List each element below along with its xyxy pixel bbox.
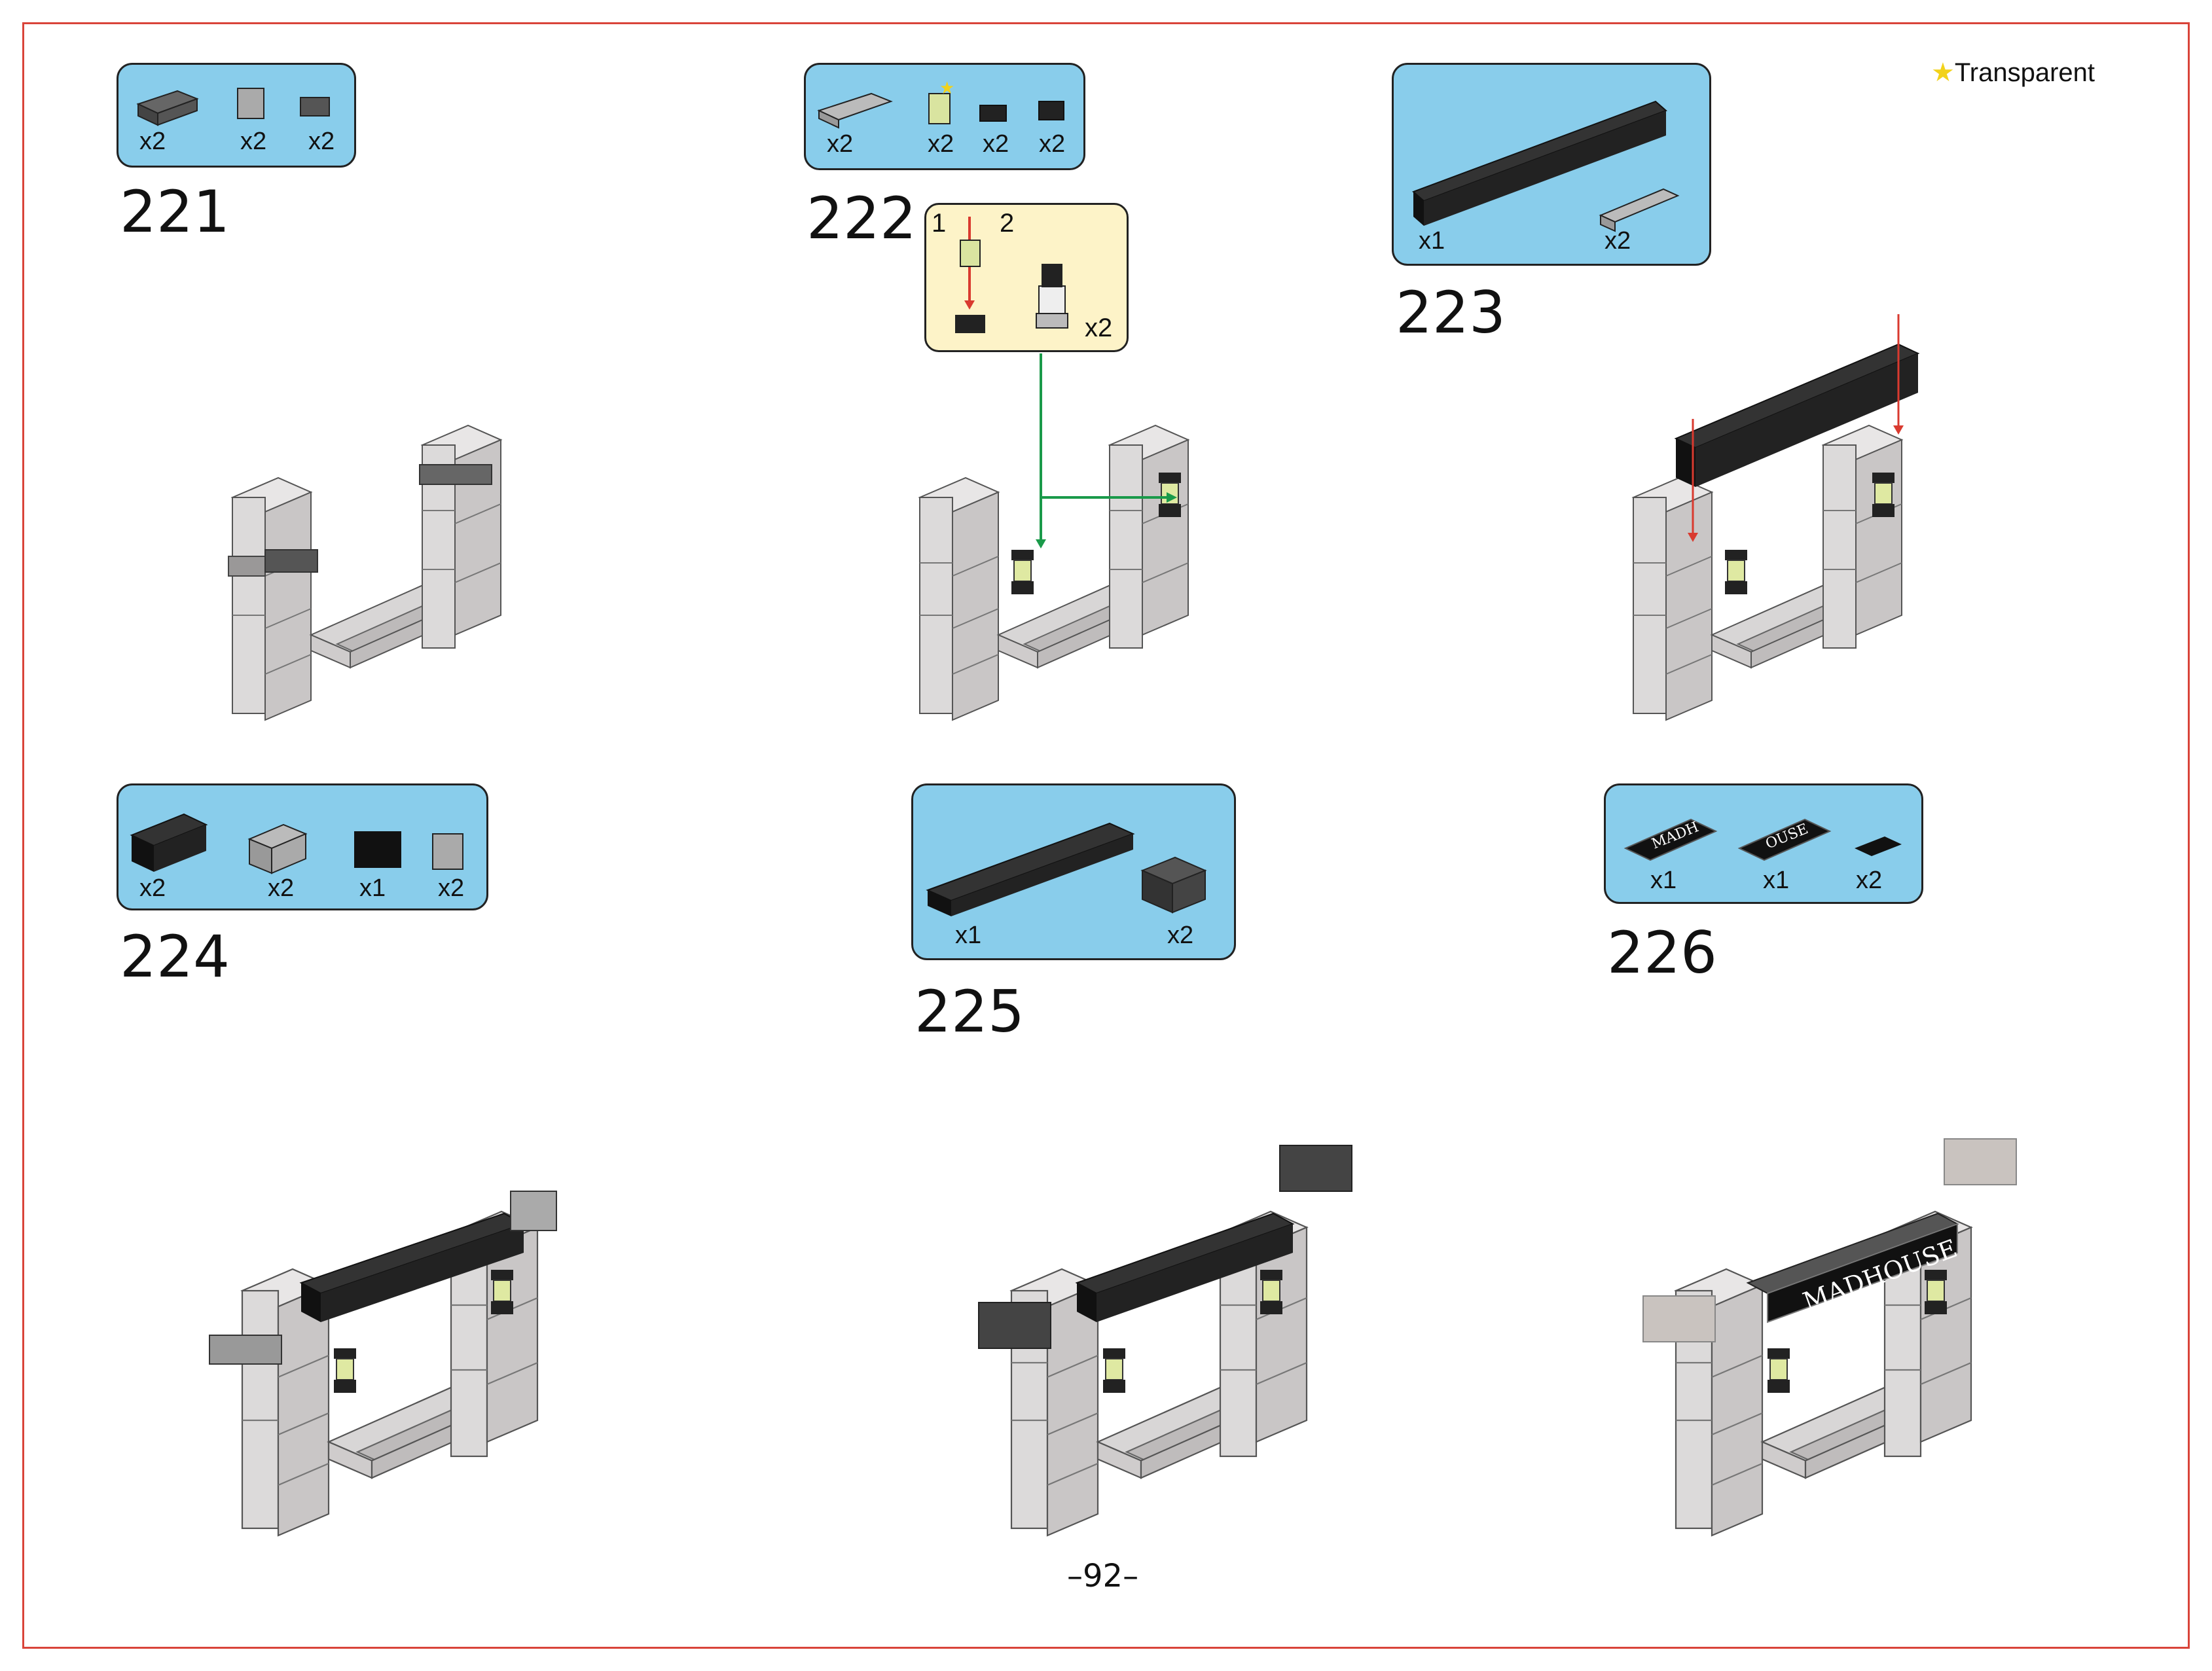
part-qty: x2 (928, 130, 954, 158)
step-number-223: 223 (1396, 279, 1506, 346)
part-qty: x2 (438, 874, 465, 902)
parts-box-224: x2 x2 x1 x2 (117, 783, 488, 910)
svg-text:★: ★ (939, 79, 954, 98)
step-number-222: 222 (807, 185, 916, 252)
red-arrows (1688, 314, 1904, 542)
page-number: –92– (1067, 1558, 1139, 1594)
part-qty: x2 (240, 128, 267, 155)
sub-assembly-art (955, 217, 1068, 333)
part-qty: x2 (1856, 867, 1883, 894)
sub-qty: x2 (1085, 314, 1113, 342)
sub-step-1: 1 (932, 209, 947, 238)
parts-box-223: x1 x2 (1392, 63, 1711, 266)
parts-art-225 (926, 822, 1207, 916)
sub-step-2: 2 (1000, 209, 1015, 238)
parts-art-223 (1412, 100, 1680, 232)
parts-box-226: MADH OUSE x1 x1 x2 (1604, 783, 1923, 904)
step-number-226: 226 (1607, 919, 1717, 986)
step-number-225: 225 (915, 978, 1024, 1045)
part-qty: x2 (1039, 130, 1066, 158)
part-qty: x1 (359, 874, 386, 902)
star-icon: ★ (1931, 58, 1955, 87)
parts-box-222: ★ x2 x2 x2 x2 (804, 63, 1085, 170)
legend-label: Transparent (1954, 58, 2095, 87)
model-225 (978, 1145, 1352, 1537)
parts-art-222: ★ (817, 79, 1064, 129)
parts-art-226: MADH OUSE (1623, 818, 1902, 861)
part-qty: x2 (1605, 227, 1631, 255)
part-qty: x1 (955, 922, 982, 949)
part-qty: x2 (1167, 922, 1194, 949)
part-qty: x2 (827, 130, 854, 158)
model-223 (1633, 425, 1902, 721)
part-qty: x2 (139, 128, 166, 155)
transparent-legend: ★Transparent (1931, 58, 2095, 88)
black-brick-1x12 (1674, 343, 1920, 487)
step-number-221: 221 (120, 178, 230, 245)
model-222 (919, 425, 1189, 721)
parts-box-225: x1 x2 (911, 783, 1236, 960)
parts-art-224 (130, 813, 463, 874)
part-qty: x2 (983, 130, 1009, 158)
part-qty: x2 (308, 128, 335, 155)
parts-box-221: x2 x2 x2 (117, 63, 356, 168)
step-number-224: 224 (120, 923, 230, 990)
model-226: MADHOUSE (1642, 1138, 2017, 1537)
page-frame (22, 22, 2190, 1649)
part-qty: x1 (1419, 227, 1445, 255)
part-qty: x1 (1650, 867, 1677, 894)
part-qty: x1 (1763, 867, 1790, 894)
part-qty: x2 (139, 874, 166, 902)
model-224 (209, 1191, 557, 1537)
sub-assembly-box: 1 2 x2 (924, 203, 1129, 352)
parts-art-221 (136, 88, 330, 126)
model-221 (228, 425, 501, 721)
part-qty: x2 (268, 874, 295, 902)
